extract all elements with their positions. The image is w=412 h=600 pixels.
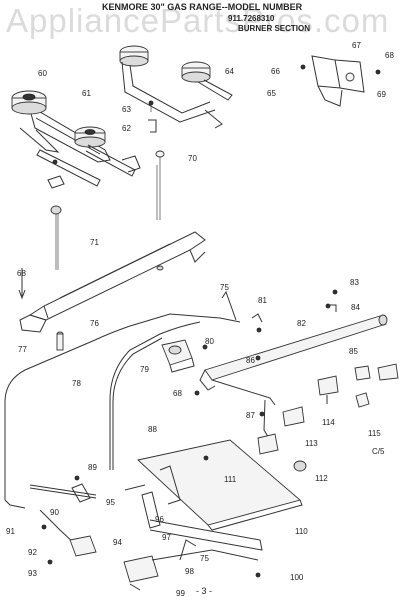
part-label: 86	[246, 356, 255, 365]
part-labels: 60 61 62 63 64 65 66 67 68 69 70 71 68 7…	[6, 41, 394, 598]
safety-valve	[161, 339, 208, 396]
section-name: BURNER SECTION	[238, 24, 311, 33]
part-label: 68	[17, 269, 26, 278]
part-label: 84	[351, 303, 360, 312]
part-label: 112	[315, 474, 328, 483]
part-label: 75	[220, 283, 229, 292]
gas-tubing	[4, 313, 241, 509]
part-label: 60	[38, 69, 47, 78]
part-label: 100	[290, 573, 304, 582]
part-label: 79	[140, 365, 149, 374]
part-label: 90	[50, 508, 59, 517]
page-number: - 3 -	[196, 586, 213, 596]
part-label: 87	[246, 411, 255, 420]
lower-burner-bracket	[123, 465, 263, 591]
part-label: 66	[271, 67, 280, 76]
part-label: 94	[113, 538, 122, 547]
part-label: 88	[148, 425, 157, 434]
part-label: 82	[297, 319, 306, 328]
part-label: 85	[349, 347, 358, 356]
heat-shield	[137, 439, 303, 531]
part-label: 110	[295, 527, 308, 536]
part-label: 91	[6, 527, 15, 536]
left-fittings	[29, 475, 97, 565]
part-label: 65	[267, 89, 276, 98]
small-screws	[47, 100, 165, 270]
part-label: 71	[90, 238, 99, 247]
part-label: 69	[377, 90, 386, 99]
part-label: 114	[322, 418, 335, 427]
part-label: 75	[200, 554, 209, 563]
part-label: 95	[106, 498, 115, 507]
model-number: 911.7268310	[228, 14, 275, 23]
part-label: 63	[122, 105, 131, 114]
part-label: 80	[205, 337, 214, 346]
part-label: 77	[18, 345, 27, 354]
valve-bracket	[300, 55, 381, 107]
part-label: 115	[368, 429, 381, 438]
part-label: 64	[225, 67, 234, 76]
part-label: 111	[224, 475, 237, 484]
part-label: 81	[258, 296, 267, 305]
part-label: 61	[82, 89, 91, 98]
part-label: 67	[352, 41, 361, 50]
part-label: 113	[305, 439, 318, 448]
burner-assembly-right	[119, 45, 233, 129]
burner-support-channel	[18, 231, 206, 351]
burner-assembly-left	[11, 90, 141, 187]
part-label: 97	[162, 533, 171, 542]
diagram-title: KENMORE 30" GAS RANGE--MODEL NUMBER	[102, 2, 303, 12]
part-label: 78	[72, 379, 81, 388]
manifold-pipe	[199, 289, 388, 441]
part-label: 83	[350, 278, 359, 287]
part-label: 62	[122, 124, 131, 133]
part-label: 70	[188, 154, 197, 163]
part-label: 68	[385, 51, 394, 60]
burner-valves	[257, 363, 399, 472]
part-label: 93	[28, 569, 37, 578]
part-label: 92	[28, 548, 37, 557]
part-label: 99	[176, 589, 185, 598]
part-label: 89	[88, 463, 97, 472]
part-label: 68	[173, 389, 182, 398]
part-label: 76	[90, 319, 99, 328]
part-label: 96	[155, 515, 164, 524]
corner-mark: C/5	[372, 447, 385, 456]
part-label: 98	[185, 567, 194, 576]
